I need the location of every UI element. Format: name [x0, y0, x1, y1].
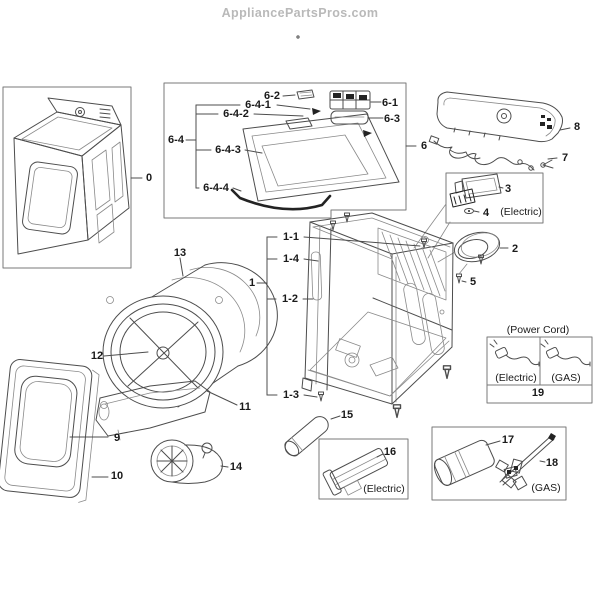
part-19-power-cord-box-drawing	[486, 336, 593, 404]
part-12-13-drum-drawing	[100, 257, 278, 409]
part-0-dryer-drawing	[2, 86, 143, 269]
stray-dot	[296, 35, 300, 39]
part-16-heater-box-drawing	[318, 438, 409, 500]
part-17-18-gas-box-drawing	[431, 426, 567, 501]
part-6-top-cover-assembly-drawing	[163, 82, 417, 219]
part-2-duct-drawing	[437, 231, 509, 263]
site-watermark: AppliancePartsPros.com	[221, 6, 379, 20]
part-1-cabinet-drawing	[256, 212, 454, 419]
part-3-4-terminal-box-drawing	[413, 172, 544, 259]
part-8-control-panel-drawing	[436, 91, 571, 143]
part-7-wire-harness-drawing	[428, 135, 558, 171]
part-5-screws-drawing	[456, 254, 484, 284]
part-9-10-door-drawing	[0, 359, 109, 503]
part-15-duct-cylinder-drawing	[284, 415, 341, 457]
part-14-blower-drawing	[150, 439, 229, 484]
part-11-front-duct-drawing	[95, 380, 211, 441]
